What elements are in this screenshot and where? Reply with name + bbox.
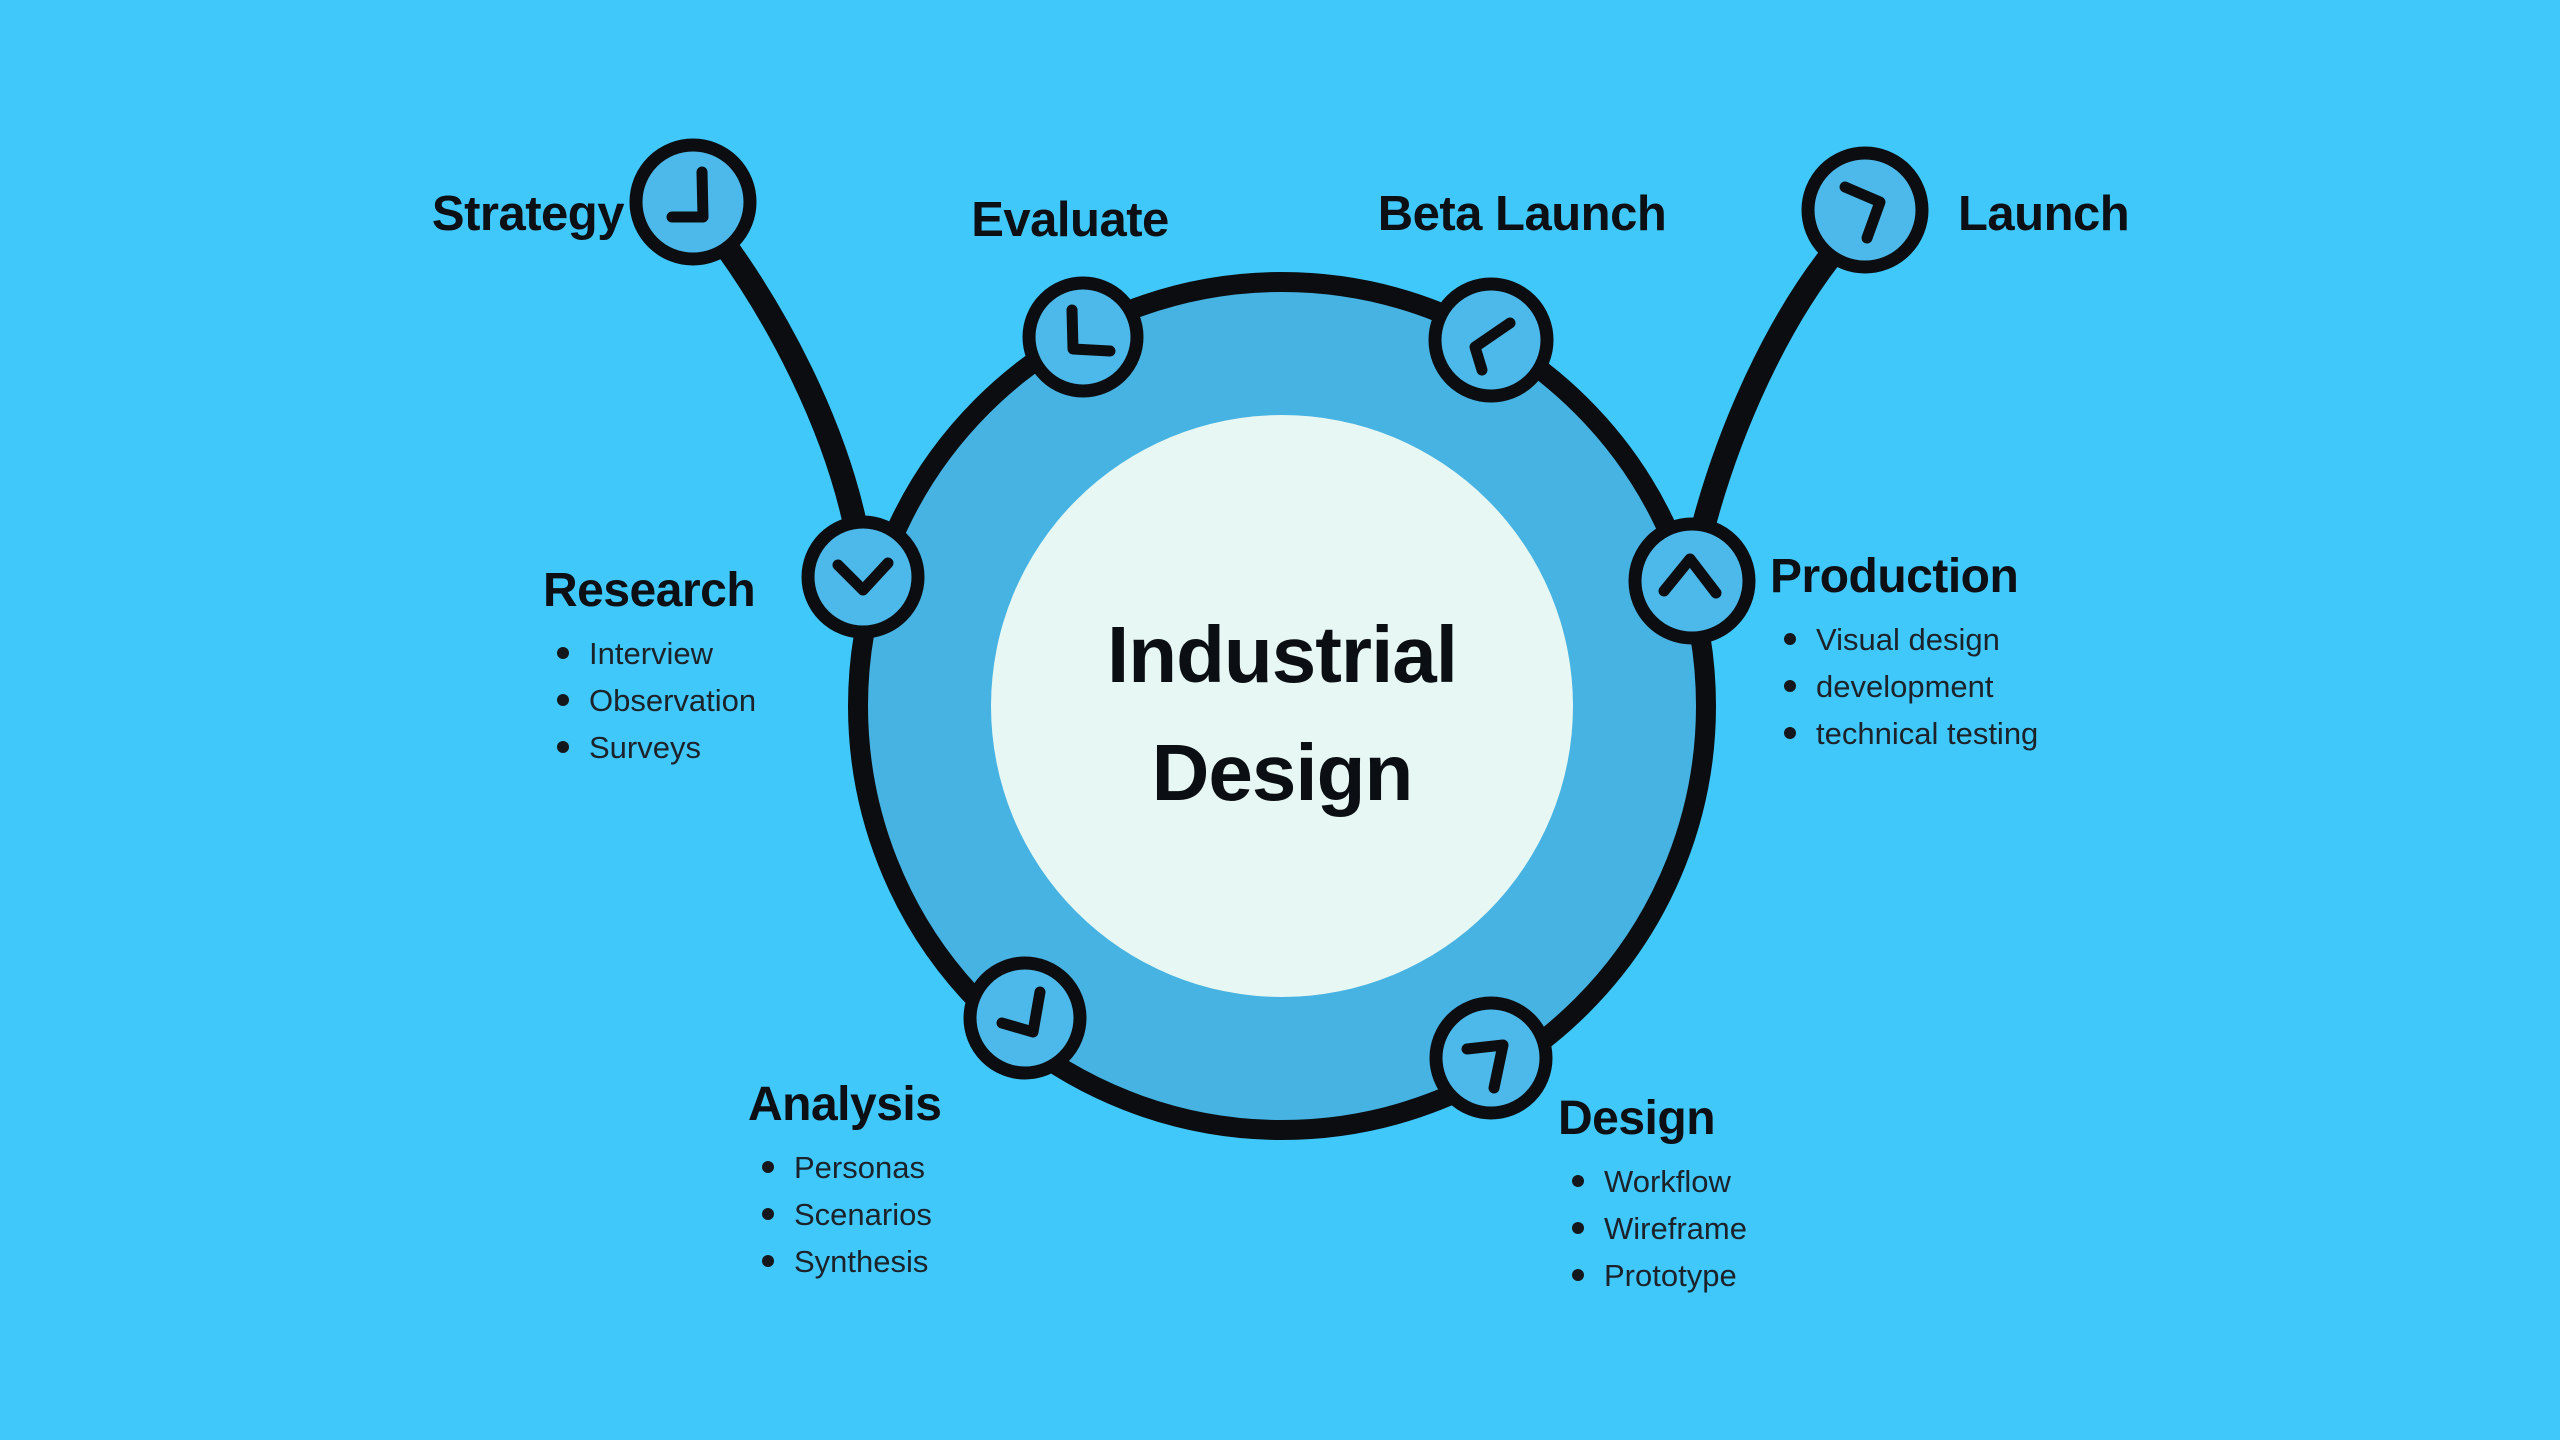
section-research-heading: Research (543, 564, 756, 617)
section-analysis-list: Personas Scenarios Synthesis (748, 1144, 941, 1285)
label-strategy: Strategy (431, 187, 625, 241)
clock-face (1801, 146, 1929, 274)
section-production: Production Visual design development tec… (1770, 550, 2038, 757)
clock-icon-strategy (629, 138, 757, 266)
list-item: development (1770, 663, 2038, 710)
clock-face (801, 515, 925, 639)
clock-icon-production (1628, 517, 1756, 645)
section-production-list: Visual design development technical test… (1770, 616, 2038, 757)
center-circle (991, 415, 1573, 997)
strategy-branch-curve (688, 200, 873, 568)
section-analysis: Analysis Personas Scenarios Synthesis (748, 1078, 942, 1285)
clock-face (629, 138, 757, 266)
clock-hands (1839, 181, 1886, 244)
clock-hands (996, 986, 1046, 1038)
center-title: Industrial Design (1002, 596, 1562, 832)
list-item: Scenarios (748, 1191, 941, 1238)
label-launch: Launch (1958, 187, 2130, 241)
list-item: Surveys (543, 724, 756, 771)
list-item: Synthesis (748, 1238, 941, 1285)
list-item: technical testing (1770, 710, 2038, 757)
list-item: Workflow (1558, 1158, 1747, 1205)
list-item: Visual design (1770, 616, 2038, 663)
section-research-list: Interview Observation Surveys (543, 630, 756, 771)
clock-icon-analysis (963, 956, 1087, 1080)
clock-face (1429, 996, 1553, 1120)
clock-hands (1066, 304, 1116, 357)
clock-hands (1658, 553, 1722, 599)
center-title-line2: Design (1151, 728, 1414, 817)
clock-icon-design (1429, 996, 1553, 1120)
clock-hands (1469, 317, 1516, 376)
section-design-list: Workflow Wireframe Prototype (1558, 1158, 1747, 1299)
clock-face (963, 956, 1087, 1080)
clock-face (1628, 517, 1756, 645)
list-item: Prototype (1558, 1252, 1747, 1299)
section-design: Design Workflow Wireframe Prototype (1558, 1092, 1747, 1299)
clock-icon-launch (1801, 146, 1929, 274)
clock-icon-research (801, 515, 925, 639)
clock-face (1022, 276, 1144, 398)
label-beta-launch: Beta Launch (1377, 187, 1667, 241)
list-item: Wireframe (1558, 1205, 1747, 1252)
section-production-heading: Production (1770, 550, 2019, 603)
clock-icon-beta-launch (1428, 277, 1554, 403)
list-item: Observation (543, 677, 756, 724)
clock-hands (832, 557, 894, 596)
list-item: Interview (543, 630, 756, 677)
label-evaluate: Evaluate (971, 193, 1169, 247)
center-title-line1: Industrial (1106, 610, 1458, 699)
section-analysis-heading: Analysis (748, 1078, 942, 1131)
launch-branch-curve (1680, 212, 1870, 586)
clock-hands (666, 166, 709, 223)
section-research: Research Interview Observation Surveys (543, 564, 756, 771)
list-item: Personas (748, 1144, 941, 1191)
clock-icon-evaluate (1022, 276, 1144, 398)
section-design-heading: Design (1558, 1092, 1716, 1145)
clock-hands (1461, 1039, 1509, 1094)
